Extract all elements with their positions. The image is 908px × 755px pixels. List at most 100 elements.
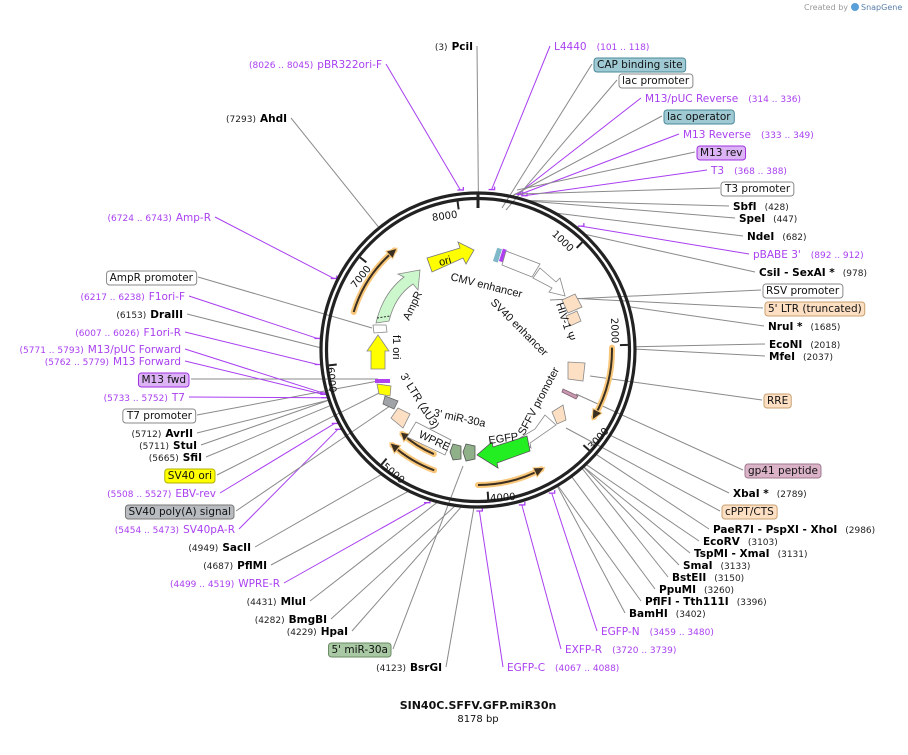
- mir30a-5-feature[interactable]: [449, 443, 462, 461]
- feature-box[interactable]: [721, 504, 778, 520]
- enzyme-label-text: SbfI(428): [733, 201, 789, 213]
- ltr-3-feature[interactable]: [390, 407, 411, 429]
- label-feature-gp41-peptide[interactable]: gp41 peptide: [744, 463, 822, 479]
- label-enzyme-bamhi[interactable]: BamHI(3402): [629, 608, 706, 620]
- label-feature-5-ltr-truncated[interactable]: 5' LTR (truncated): [764, 301, 866, 317]
- f1-ori-feature[interactable]: [366, 334, 390, 370]
- label-enzyme-bmgbi[interactable]: (4282)BmgBI: [255, 614, 327, 626]
- label-primer-m13-reverse[interactable]: M13 Reverse(333 .. 349): [683, 129, 814, 141]
- name: T3: [710, 165, 724, 177]
- label-enzyme-stui[interactable]: (5711)StuI: [139, 440, 197, 452]
- feature-box[interactable]: [164, 468, 216, 484]
- label-feature-rsv-promoter[interactable]: RSV promoter: [762, 283, 844, 299]
- feature-box[interactable]: [137, 372, 190, 388]
- feature-box[interactable]: [663, 109, 735, 125]
- rre-feature[interactable]: [567, 361, 586, 382]
- label-feature-rre[interactable]: RRE: [763, 393, 792, 409]
- label-primer-egfp-n[interactable]: EGFP-N(3459 .. 3480): [601, 626, 714, 638]
- label-enzyme-spei[interactable]: SpeI(447): [739, 213, 797, 225]
- feature-box[interactable]: [696, 145, 747, 161]
- label-enzyme-tspmi-xmai[interactable]: TspMI - XmaI(3131): [694, 548, 808, 560]
- label-feature-sv40-poly-a-signal[interactable]: SV40 poly(A) signal: [124, 504, 235, 520]
- label-enzyme-hpai[interactable]: (4229)HpaI: [287, 626, 348, 638]
- feature-box[interactable]: [593, 57, 687, 73]
- ampr-feature[interactable]: [375, 269, 421, 324]
- label-feature-m13-fwd[interactable]: M13 fwd: [137, 372, 190, 388]
- feature-box[interactable]: [618, 73, 694, 89]
- feature-box[interactable]: [124, 504, 235, 520]
- label-primer-l4440[interactable]: L4440(101 .. 118): [554, 41, 649, 53]
- label-feature-lac-promoter[interactable]: lac promoter: [618, 73, 694, 89]
- cppt-feature[interactable]: [551, 404, 567, 425]
- mir30a-3-feature[interactable]: [462, 443, 476, 462]
- ori-feature[interactable]: [426, 241, 475, 273]
- sv40-ori-feature[interactable]: [376, 383, 392, 397]
- label-enzyme-pcii[interactable]: (3)PciI: [435, 41, 473, 53]
- feature-box[interactable]: [720, 181, 795, 197]
- label-feature-lac-operator[interactable]: lac operator: [663, 109, 735, 125]
- label-feature-t3-promoter[interactable]: T3 promoter: [720, 181, 795, 197]
- label-primer-m13-forward[interactable]: (5762 .. 5779)M13 Forward: [45, 356, 181, 368]
- label-enzyme-smai[interactable]: SmaI(3133): [683, 560, 750, 572]
- sv40-enhancer-feature[interactable]: [532, 267, 566, 297]
- label-enzyme-paer7i-pspxi-xhoi[interactable]: PaeR7I - PspXI - XhoI(2986): [713, 524, 875, 536]
- label-enzyme-econi[interactable]: EcoNI(2018): [769, 339, 840, 351]
- label-feature-m13-rev[interactable]: M13 rev: [696, 145, 747, 161]
- label-feature-t7-promoter[interactable]: T7 promoter: [122, 408, 197, 424]
- label-feature-5-mir-30a[interactable]: 5' miR-30a: [327, 642, 392, 658]
- label-enzyme-pflfi-tth111i[interactable]: PflFI - Tth111I(3396): [645, 596, 767, 608]
- label-enzyme-csii-sexai[interactable]: CsiI - SexAI *(978): [759, 267, 867, 279]
- label-enzyme-nrui[interactable]: NruI *(1685): [768, 321, 840, 333]
- feature-box[interactable]: [106, 270, 198, 286]
- feature-box[interactable]: [744, 463, 822, 479]
- label-primer-wpre-r[interactable]: (4499 .. 4519)WPRE-R: [170, 578, 280, 590]
- label-enzyme-sacii[interactable]: (4949)SacII: [188, 542, 251, 554]
- sv40-polya-feature[interactable]: [382, 395, 399, 410]
- label-primer-sv40pa-r[interactable]: (5454 .. 5473)SV40pA-R: [115, 524, 235, 536]
- label-enzyme-mfei[interactable]: MfeI(2037): [769, 351, 833, 363]
- label-primer-pbabe-3[interactable]: pBABE 3'(892 .. 912): [753, 249, 864, 261]
- label-enzyme-mlui[interactable]: (4431)MluI: [247, 596, 306, 608]
- psi-feature[interactable]: [565, 310, 582, 327]
- label-primer-t3[interactable]: T3(368 .. 388): [710, 165, 787, 177]
- label-enzyme-xbai[interactable]: XbaI *(2789): [733, 488, 807, 500]
- feature-box[interactable]: [122, 408, 197, 424]
- label-feature-sv40-ori[interactable]: SV40 ori: [164, 468, 216, 484]
- label-feature-cap-binding-site[interactable]: CAP binding site: [593, 57, 687, 73]
- label-enzyme-sbfi[interactable]: SbfI(428): [733, 201, 789, 213]
- feature-box[interactable]: [763, 393, 792, 409]
- ampr-promoter-feature[interactable]: [372, 324, 388, 334]
- label-primer-f1ori-f[interactable]: (6217 .. 6238)F1ori-F: [81, 291, 186, 303]
- label-enzyme-sfii[interactable]: (5665)SfiI: [149, 452, 202, 464]
- label-enzyme-avrii[interactable]: (5712)AvrII: [131, 428, 193, 440]
- feature-box[interactable]: [762, 283, 844, 299]
- cmv-enhancer-feature[interactable]: [501, 250, 541, 278]
- label-primer-f1ori-r[interactable]: (6007 .. 6026)F1ori-R: [75, 327, 181, 339]
- label-enzyme-bsrgi[interactable]: (4123)BsrGI: [376, 662, 442, 674]
- label-primer-egfp-c[interactable]: EGFP-C(4067 .. 4088): [507, 662, 619, 674]
- label-feature-cppt-cts[interactable]: cPPT/CTS: [721, 504, 778, 520]
- feature-box[interactable]: [764, 301, 866, 317]
- label-enzyme-ahdi[interactable]: (7293)AhdI: [226, 113, 287, 125]
- sffv-promoter-feature[interactable]: [519, 414, 557, 450]
- egfp-feature[interactable]: [476, 435, 531, 469]
- name: F1ori-F: [149, 291, 185, 303]
- wpre-feature[interactable]: [406, 421, 452, 456]
- label-enzyme-ndei[interactable]: NdeI(682): [747, 231, 807, 243]
- feature-box[interactable]: [327, 642, 392, 658]
- label-primer-m13-puc-forward[interactable]: (5771 .. 5793)M13/pUC Forward: [20, 344, 181, 356]
- label-enzyme-ppumi[interactable]: PpuMI(3260): [659, 584, 734, 596]
- label-primer-amp-r[interactable]: (6724 .. 6743)Amp-R: [108, 212, 211, 224]
- label-enzyme-ecorv[interactable]: EcoRV(3103): [703, 536, 778, 548]
- label-enzyme-pflmi[interactable]: (4687)PflMI: [203, 560, 267, 572]
- label-primer-t7[interactable]: (5733 .. 5752)T7: [104, 392, 185, 404]
- ltr-u5-feature[interactable]: [561, 293, 583, 314]
- label-primer-m13-puc-reverse[interactable]: M13/pUC Reverse(314 .. 336): [645, 93, 801, 105]
- label-primer-pbr322ori-f[interactable]: (8026 .. 8045)pBR322ori-F: [249, 59, 382, 71]
- label-primer-ebv-rev[interactable]: (5508 .. 5527)EBV-rev: [107, 488, 216, 500]
- label-primer-exfp-r[interactable]: EXFP-R(3720 .. 3739): [565, 644, 676, 656]
- gp41-feature[interactable]: [561, 388, 579, 400]
- label-enzyme-bsteii[interactable]: BstEII(3150): [672, 572, 744, 584]
- label-feature-ampr-promoter[interactable]: AmpR promoter: [106, 270, 198, 286]
- label-enzyme-draiii[interactable]: (6153)DraIII: [116, 309, 183, 321]
